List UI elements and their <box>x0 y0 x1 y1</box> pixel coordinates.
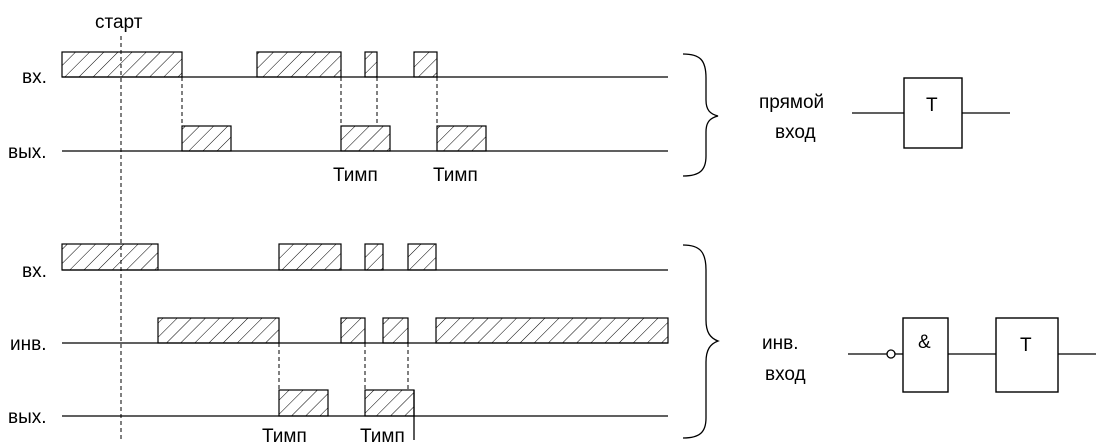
and-gate-label: & <box>918 332 931 353</box>
inverse-input-pulse <box>278 243 342 271</box>
inverse-timp-label: Тимп <box>262 426 307 443</box>
inverted-signal-pulse <box>382 317 409 344</box>
direct-input-pulse <box>413 51 438 78</box>
inverse-mode-label: инв. <box>762 333 798 354</box>
inverted-signal-pulse <box>157 317 280 344</box>
direct-brace <box>682 53 719 177</box>
direct-output-pulse <box>340 125 391 152</box>
inverse-timer-block-label: T <box>1020 335 1032 356</box>
inverse-output-pulse <box>364 389 415 417</box>
inverse-input-section: вх. инв. вых. Тимп Тимп инв. вход <box>8 243 1096 443</box>
direct-output-pulse <box>181 125 232 152</box>
direct-input-section: вх. вых. Тимп Тимп прямой вход T <box>8 51 1010 186</box>
direct-timp-label: Тимп <box>333 165 378 186</box>
direct-timer-block-label: T <box>926 95 938 116</box>
inverse-timp-label: Тимп <box>360 426 405 443</box>
direct-output-pulse <box>436 125 487 152</box>
direct-input-pulse <box>256 51 342 78</box>
inverse-input-label: вх. <box>22 261 47 282</box>
direct-output-label: вых. <box>8 142 47 163</box>
inverted-signal-pulse <box>435 317 669 344</box>
direct-input-label: вх. <box>22 67 47 88</box>
inverse-input-pulse <box>61 243 159 271</box>
direct-input-pulse <box>364 51 378 78</box>
direct-mode-label: вход <box>775 122 816 143</box>
inverse-brace <box>682 244 720 439</box>
inverted-signal-label: инв. <box>10 334 46 355</box>
direct-input-pulse <box>61 51 183 78</box>
inverse-output-pulse <box>278 389 329 417</box>
inverse-timer-block <box>995 317 1059 393</box>
direct-timer-block <box>903 77 963 149</box>
start-label: старт <box>95 12 143 33</box>
and-gate-block <box>902 317 949 393</box>
inversion-circle <box>886 349 896 359</box>
inverted-signal-pulse <box>340 317 366 344</box>
inverse-mode-label: вход <box>765 364 806 385</box>
inverse-input-pulse <box>364 243 384 271</box>
inverse-output-label: вых. <box>8 407 47 428</box>
inverse-input-pulse <box>407 243 437 271</box>
direct-timp-label: Тимп <box>433 165 478 186</box>
direct-mode-label: прямой <box>759 92 824 113</box>
